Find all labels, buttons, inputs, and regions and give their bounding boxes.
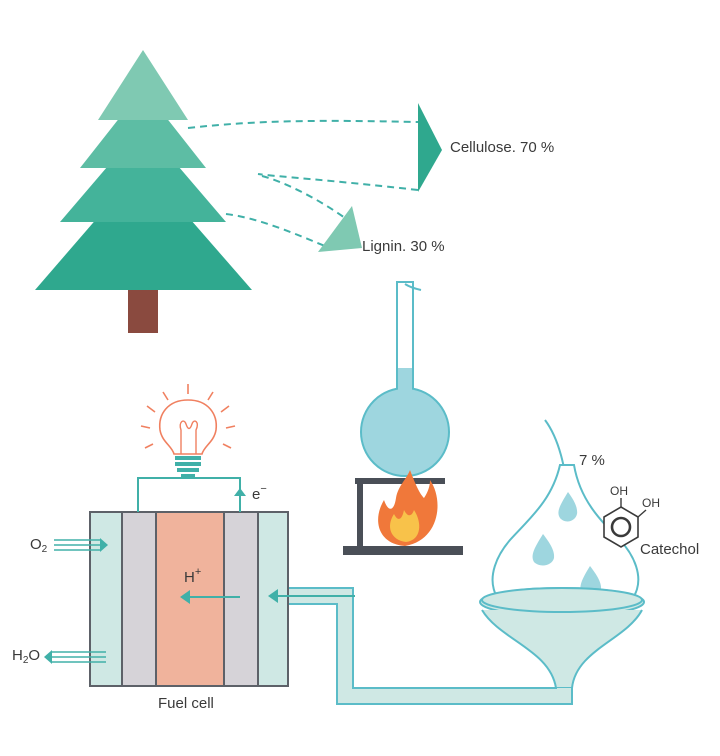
aromatic-circle <box>610 516 632 538</box>
transfer-tube <box>288 587 573 705</box>
oh-label-left: OH <box>610 484 628 498</box>
flow-to-cellulose-2 <box>257 173 419 191</box>
circuit-wire <box>137 477 241 512</box>
funnel-body <box>481 609 643 689</box>
water-label: H2O <box>12 647 41 666</box>
product-drop-1 <box>558 492 578 522</box>
tree-trunk <box>128 288 158 333</box>
fuel-cell-label: Fuel cell <box>158 695 214 712</box>
flame <box>378 470 438 546</box>
electron-arrow-head <box>234 488 246 496</box>
catechol-molecule <box>603 498 647 548</box>
yield-label: 7 % <box>579 452 605 469</box>
coil-tube <box>404 283 422 291</box>
tube-inner <box>288 603 573 705</box>
oxygen-inlet-arrow <box>54 539 100 551</box>
light-bulb <box>140 384 236 478</box>
product-drop-2 <box>532 534 555 566</box>
flask-neck-cover <box>398 380 412 392</box>
oh-bond-right <box>637 509 647 518</box>
stand-base <box>343 546 463 555</box>
tree-tier-1 <box>98 50 188 120</box>
flow-to-lignin <box>261 175 346 219</box>
proton-arrow-head <box>180 590 190 604</box>
tube-outer <box>288 587 556 689</box>
tree <box>35 50 252 333</box>
catechol-inflow-head <box>268 589 278 603</box>
bulb-filament <box>179 420 199 454</box>
bulb-base <box>175 456 201 478</box>
tube-fill <box>288 589 571 703</box>
external-circuit <box>137 477 241 512</box>
lignin-arrowhead <box>318 206 362 252</box>
water-outlet-arrow <box>52 651 106 663</box>
anode <box>121 511 157 687</box>
oxygen-arrow-head <box>100 538 108 552</box>
flow-to-cellulose-1 <box>187 119 419 129</box>
dashed-flows <box>187 119 419 247</box>
cellulose-arrowhead <box>418 103 442 192</box>
funnel-rim-top <box>481 587 643 613</box>
flow-from-tier3 <box>225 213 326 247</box>
distillation-flask <box>360 281 450 477</box>
stand-pole <box>357 484 363 546</box>
oh-label-right: OH <box>642 496 660 510</box>
flask-bulb <box>360 387 450 477</box>
water-arrow-head <box>44 650 52 664</box>
tree-tier-4 <box>35 165 252 290</box>
proton-label: H+ <box>184 566 202 586</box>
cathode <box>223 511 259 687</box>
flame-inner <box>390 510 420 542</box>
oxygen-label: O2 <box>30 536 48 555</box>
bulb-rays <box>140 384 236 449</box>
tree-tier-3 <box>60 125 226 222</box>
electron-label: e− <box>252 483 267 503</box>
lignin-label: Lignin. 30 % <box>362 238 445 255</box>
tree-tier-2 <box>80 88 206 168</box>
stand-ring <box>355 478 445 484</box>
catechol-label: Catechol <box>640 541 700 558</box>
burner-stand <box>343 478 463 555</box>
cellulose-label: Cellulose. 70 % <box>450 139 555 156</box>
funnel <box>479 587 645 689</box>
